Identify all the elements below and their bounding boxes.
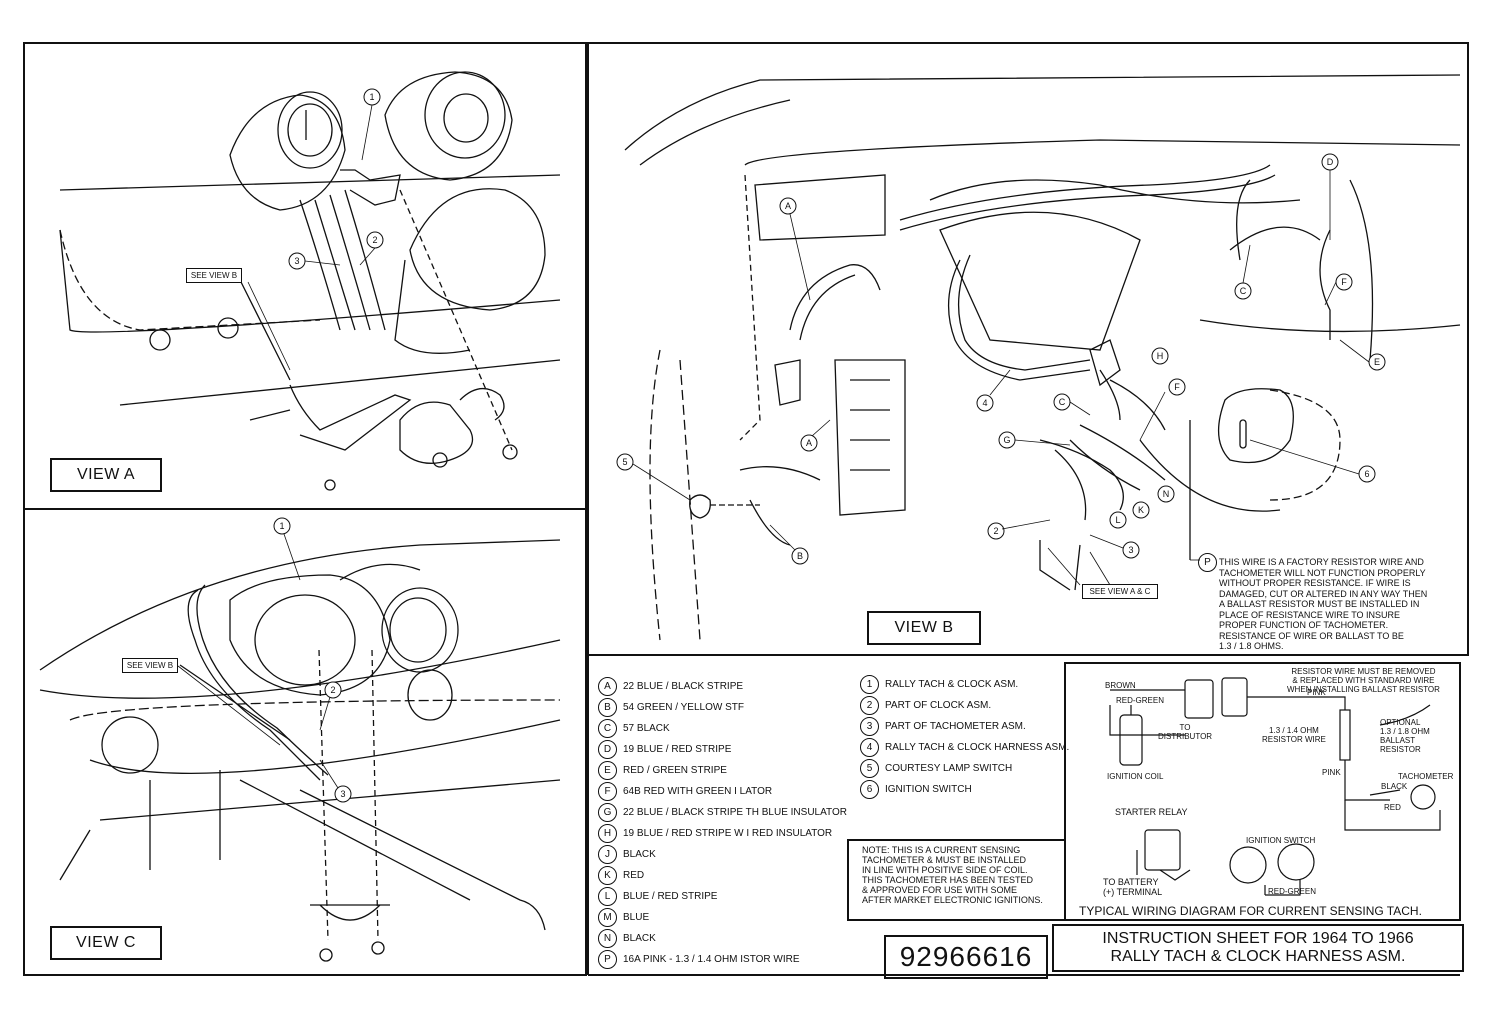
wire-label-red-green: RED-GREEN (1116, 696, 1165, 705)
ignition-coil-label: IGNITION COIL (1107, 772, 1164, 781)
part-number: 92966616 (884, 935, 1048, 979)
view-a-marker-3: 3 (294, 256, 299, 266)
instruction-title: INSTRUCTION SHEET FOR 1964 TO 1966 RALLY… (1052, 924, 1464, 972)
starter-relay-label: STARTER RELAY (1115, 807, 1188, 817)
see-view-b-callout-a: SEE VIEW B (186, 268, 242, 283)
view-b-marker-f1: F (1341, 277, 1347, 287)
tachometer-label: TACHOMETER (1398, 772, 1454, 781)
wiring-diagram-caption: TYPICAL WIRING DIAGRAM FOR CURRENT SENSI… (1079, 904, 1422, 918)
note-frame (847, 839, 1066, 921)
view-b-marker-f2: F (1174, 382, 1180, 392)
to-distributor-label: TO DISTRIBUTOR (1158, 723, 1213, 741)
to-battery-label: TO BATTERY (+) TERMINAL (1103, 877, 1163, 897)
view-b-marker-5: 5 (622, 457, 627, 467)
resistor-note-key: P (1198, 552, 1223, 573)
view-a-markers (288, 88, 384, 270)
view-b-drawing (624, 74, 1461, 641)
view-c-drawing (39, 539, 561, 962)
view-b-marker-3: 3 (1128, 545, 1133, 555)
resistor-wire-label: 1.3 / 1.4 OHM RESISTOR WIRE (1262, 726, 1326, 744)
wire-label-red: RED (1384, 803, 1401, 812)
wire-label-brown: BROWN (1105, 681, 1136, 690)
wire-label-red-green-bottom: RED-GREEN (1268, 887, 1317, 896)
view-b-marker-l: L (1115, 515, 1120, 525)
view-c-marker-3: 3 (340, 789, 345, 799)
view-c-marker-1: 1 (279, 521, 284, 531)
view-b-label: VIEW B (867, 611, 981, 645)
view-b-marker-e: E (1374, 357, 1380, 367)
view-b-marker-2: 2 (993, 526, 998, 536)
ballast-removal-note: RESISTOR WIRE MUST BE REMOVED & REPLACED… (1287, 667, 1440, 694)
current-sensing-note: NOTE: THIS IS A CURRENT SENSING TACHOMET… (862, 845, 1043, 905)
wire-label-black: BLACK (1381, 782, 1408, 791)
view-b-marker-a1: A (785, 201, 791, 211)
view-b-marker-d: D (1327, 157, 1334, 167)
view-b-marker-6: 6 (1364, 469, 1369, 479)
wire-label-pink-top: PINK (1307, 688, 1326, 697)
view-c-label: VIEW C (50, 926, 162, 960)
view-b-marker-4: 4 (982, 398, 987, 408)
wiring-schematic (1109, 677, 1441, 896)
view-a-drawing (59, 71, 561, 491)
resistor-note: THIS WIRE IS A FACTORY RESISTOR WIRE AND… (1219, 557, 1428, 651)
wiring-diagram-frame (1064, 662, 1461, 921)
view-b-marker-a2: A (806, 438, 812, 448)
see-view-ac-callout: SEE VIEW A & C (1082, 584, 1158, 599)
view-b-marker-g: G (1003, 435, 1010, 445)
view-b-marker-c1: C (1059, 397, 1066, 407)
wire-label-pink-bottom: PINK (1322, 768, 1341, 777)
title-line-2: RALLY TACH & CLOCK HARNESS ASM. (1110, 948, 1406, 965)
ignition-switch-label: IGNITION SWITCH (1246, 836, 1316, 845)
view-a-frame (23, 42, 587, 510)
view-b-marker-b: B (797, 551, 803, 561)
view-c-marker-2: 2 (330, 685, 335, 695)
view-b-marker-h: H (1157, 351, 1164, 361)
see-view-b-callout-c: SEE VIEW B (122, 658, 178, 673)
view-a-label: VIEW A (50, 458, 162, 492)
view-b-marker-k: K (1138, 505, 1144, 515)
view-a-marker-1: 1 (369, 92, 374, 102)
view-b-frame (587, 42, 1469, 656)
title-line-1: INSTRUCTION SHEET FOR 1964 TO 1966 (1102, 930, 1414, 947)
view-b-marker-n: N (1163, 489, 1170, 499)
optional-ballast-label: OPTIONAL 1.3 / 1.8 OHM BALLAST RESISTOR (1380, 718, 1430, 754)
view-c-frame (23, 508, 587, 976)
view-b-marker-c2: C (1240, 286, 1247, 296)
view-a-marker-2: 2 (372, 235, 377, 245)
